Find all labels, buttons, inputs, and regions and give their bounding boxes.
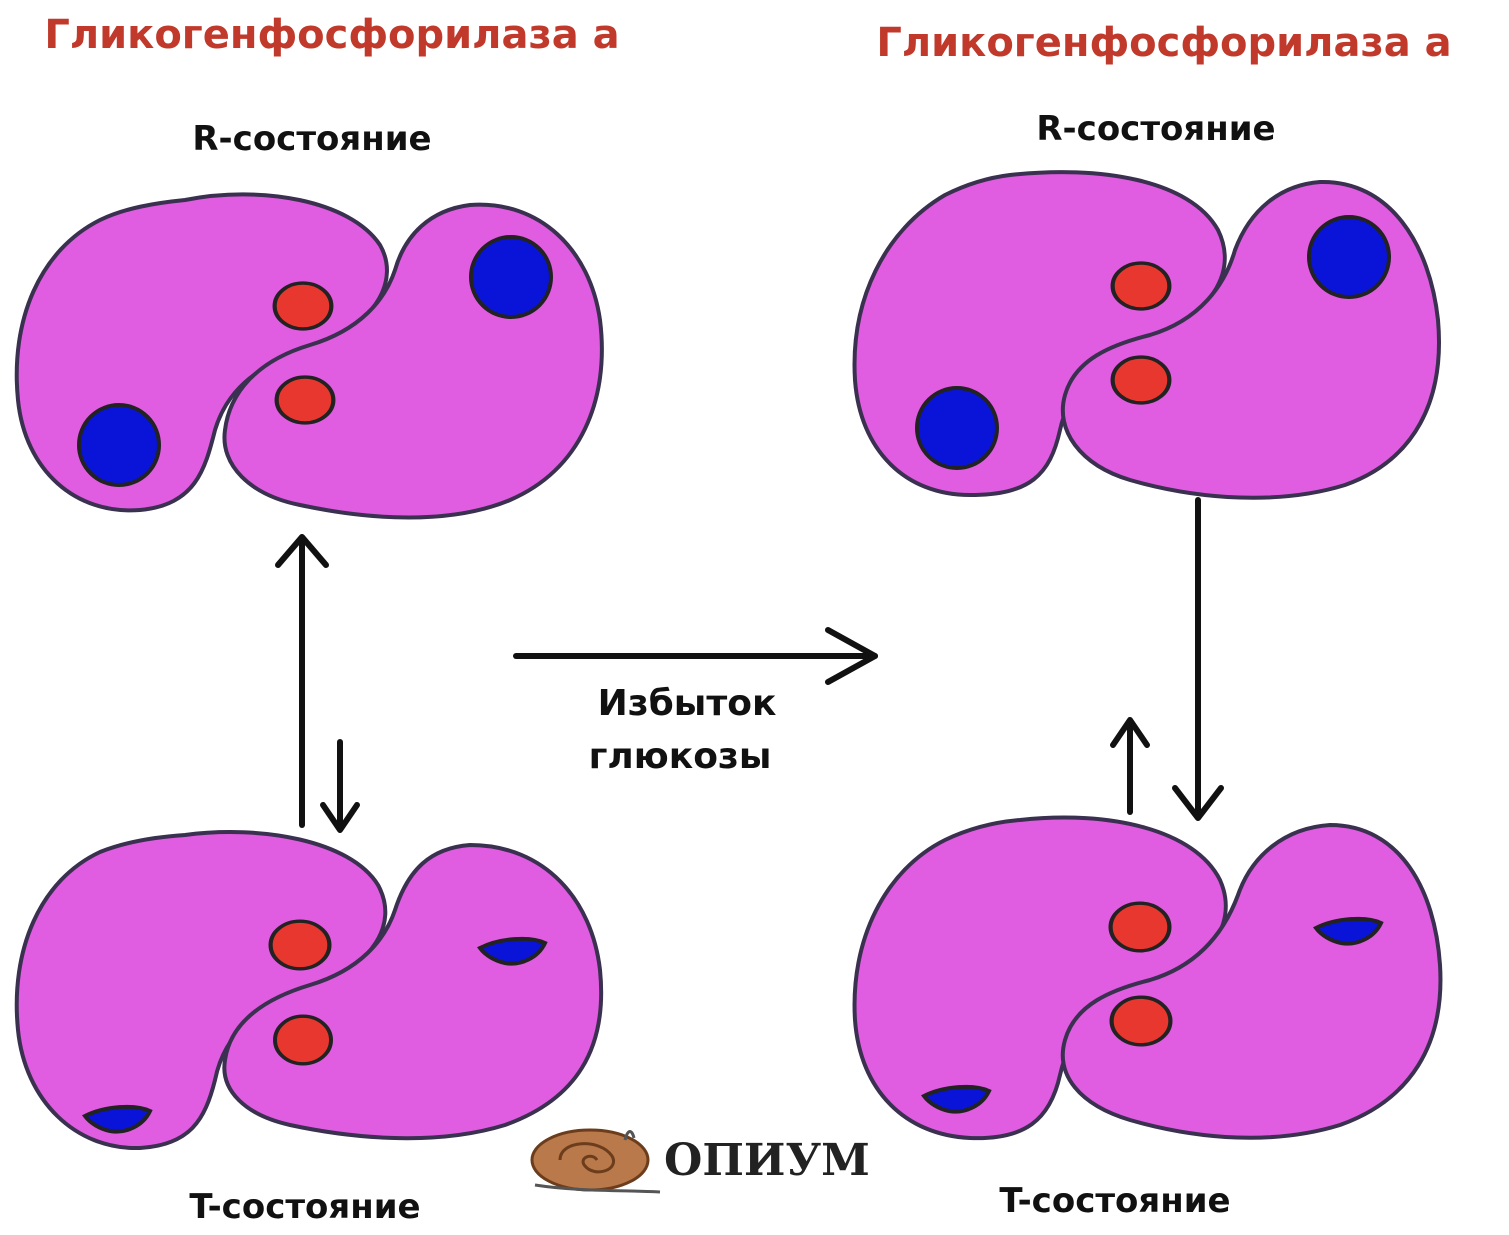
subunit-right-t-b xyxy=(1060,822,1443,1140)
blue-site-left-t-2 xyxy=(82,1104,153,1134)
red-site-left-r-1 xyxy=(272,281,334,331)
blue-site-right-r-1 xyxy=(1307,215,1391,299)
transition-label-line1: Избыток xyxy=(598,683,777,724)
arrow-horizontal xyxy=(513,627,878,685)
transition-label-line2: глюкозы xyxy=(589,736,772,777)
blue-site-left-t-1 xyxy=(477,936,548,966)
enzyme-right-t-state xyxy=(852,815,1443,1141)
blue-site-left-r-2 xyxy=(77,403,161,487)
label-right-t-state: T-состояние xyxy=(999,1181,1230,1221)
heading-right: Гликогенфосфорилаза а xyxy=(876,20,1451,66)
snail-logo xyxy=(530,1128,661,1194)
blue-site-right-t-1 xyxy=(1313,916,1384,946)
red-site-left-t-2 xyxy=(273,1014,333,1066)
label-left-r-state: R-состояние xyxy=(192,119,431,159)
arrow-right-up xyxy=(1110,717,1150,815)
subunit-left-t-a xyxy=(14,830,388,1151)
enzyme-right-r-state xyxy=(852,170,1441,500)
heading-left: Гликогенфосфорилаза а xyxy=(44,12,619,58)
arrow-left-up xyxy=(275,534,329,828)
label-left-t-state: T-состояние xyxy=(189,1187,420,1227)
red-site-left-r-2 xyxy=(274,375,336,425)
arrow-left-down xyxy=(320,739,360,833)
enzyme-left-t-state xyxy=(14,830,604,1151)
red-site-right-t-1 xyxy=(1108,901,1172,953)
red-site-left-t-1 xyxy=(268,919,332,971)
enzyme-left-r-state xyxy=(14,192,604,520)
red-site-right-r-2 xyxy=(1110,355,1172,405)
label-right-r-state: R-состояние xyxy=(1036,109,1275,149)
blue-site-right-t-2 xyxy=(921,1084,992,1114)
logo-text: ОПИУМ xyxy=(664,1135,870,1186)
blue-site-right-r-2 xyxy=(915,386,999,470)
red-site-right-r-1 xyxy=(1110,261,1172,311)
arrow-right-down xyxy=(1172,497,1224,821)
arrows xyxy=(275,497,1224,833)
subunit-right-t-a xyxy=(852,815,1228,1141)
subunit-left-t-b xyxy=(222,842,604,1141)
blue-site-left-r-1 xyxy=(469,235,553,319)
red-site-right-t-2 xyxy=(1109,995,1173,1047)
